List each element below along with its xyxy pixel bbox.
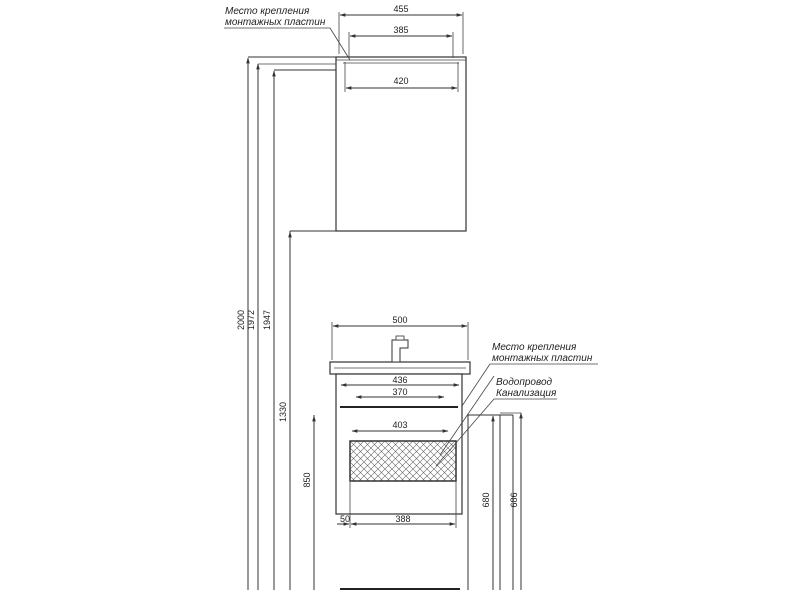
dim-mirror-mount: 420 — [344, 62, 459, 92]
dim-850-label: 850 — [302, 472, 312, 487]
dim-height-1972: 1972 — [246, 63, 336, 590]
dim-cabinet-436: 436 — [340, 375, 460, 387]
dim-436-label: 436 — [392, 375, 407, 385]
dim-basin-width: 500 — [331, 315, 469, 360]
dim-base: 50 388 — [337, 482, 457, 528]
note-plumbing: Водопровод Канализация — [435, 375, 557, 467]
dim-1947-label: 1947 — [262, 310, 272, 330]
dim-686-label: 686 — [509, 492, 519, 507]
dim-50-label: 50 — [340, 514, 350, 524]
dim-420-label: 420 — [393, 76, 408, 86]
note-mount-top-line2: монтажных пластин — [225, 17, 326, 28]
dim-height-680: 680 — [481, 415, 495, 590]
note-plumbing-line1: Водопровод — [496, 377, 553, 388]
dim-388-label: 388 — [395, 514, 410, 524]
dim-680-label: 680 — [481, 492, 491, 507]
dim-2000-label: 2000 — [236, 310, 246, 330]
vanity-cabinet — [335, 373, 463, 515]
dim-height-1330: 1330 — [278, 231, 292, 590]
note-mount-top-line1: Место крепления — [225, 6, 310, 17]
note-mount-top: Место крепления монтажных пластин — [224, 6, 351, 61]
dim-height-1947: 1947 — [262, 70, 276, 590]
washbasin — [329, 335, 471, 375]
dim-370-label: 370 — [392, 387, 407, 397]
dim-500-label: 500 — [392, 315, 407, 325]
dim-cabinet-370: 370 — [355, 387, 445, 399]
dim-385-label: 385 — [393, 25, 408, 35]
dim-455-label: 455 — [393, 4, 408, 14]
note-mount-mid-line2: монтажных пластин — [492, 353, 593, 364]
dim-cabinet-403: 403 — [351, 420, 449, 433]
mirror-cabinet — [335, 56, 467, 232]
note-mount-mid: Место крепления монтажных пластин — [461, 342, 598, 407]
dim-mirror-inner: 385 — [348, 25, 454, 58]
faucet-icon — [391, 339, 409, 363]
dim-1330-label: 1330 — [278, 402, 288, 422]
dim-height-686: 686 — [500, 412, 523, 590]
dim-1972-label: 1972 — [246, 310, 256, 330]
dim-height-850: 850 — [302, 415, 316, 590]
dim-mirror-width: 455 — [338, 4, 464, 54]
dim-403-label: 403 — [392, 420, 407, 430]
note-plumbing-line2: Канализация — [496, 388, 557, 399]
note-mount-mid-line1: Место крепления — [492, 342, 577, 353]
dim-height-2000: 2000 — [236, 57, 250, 590]
